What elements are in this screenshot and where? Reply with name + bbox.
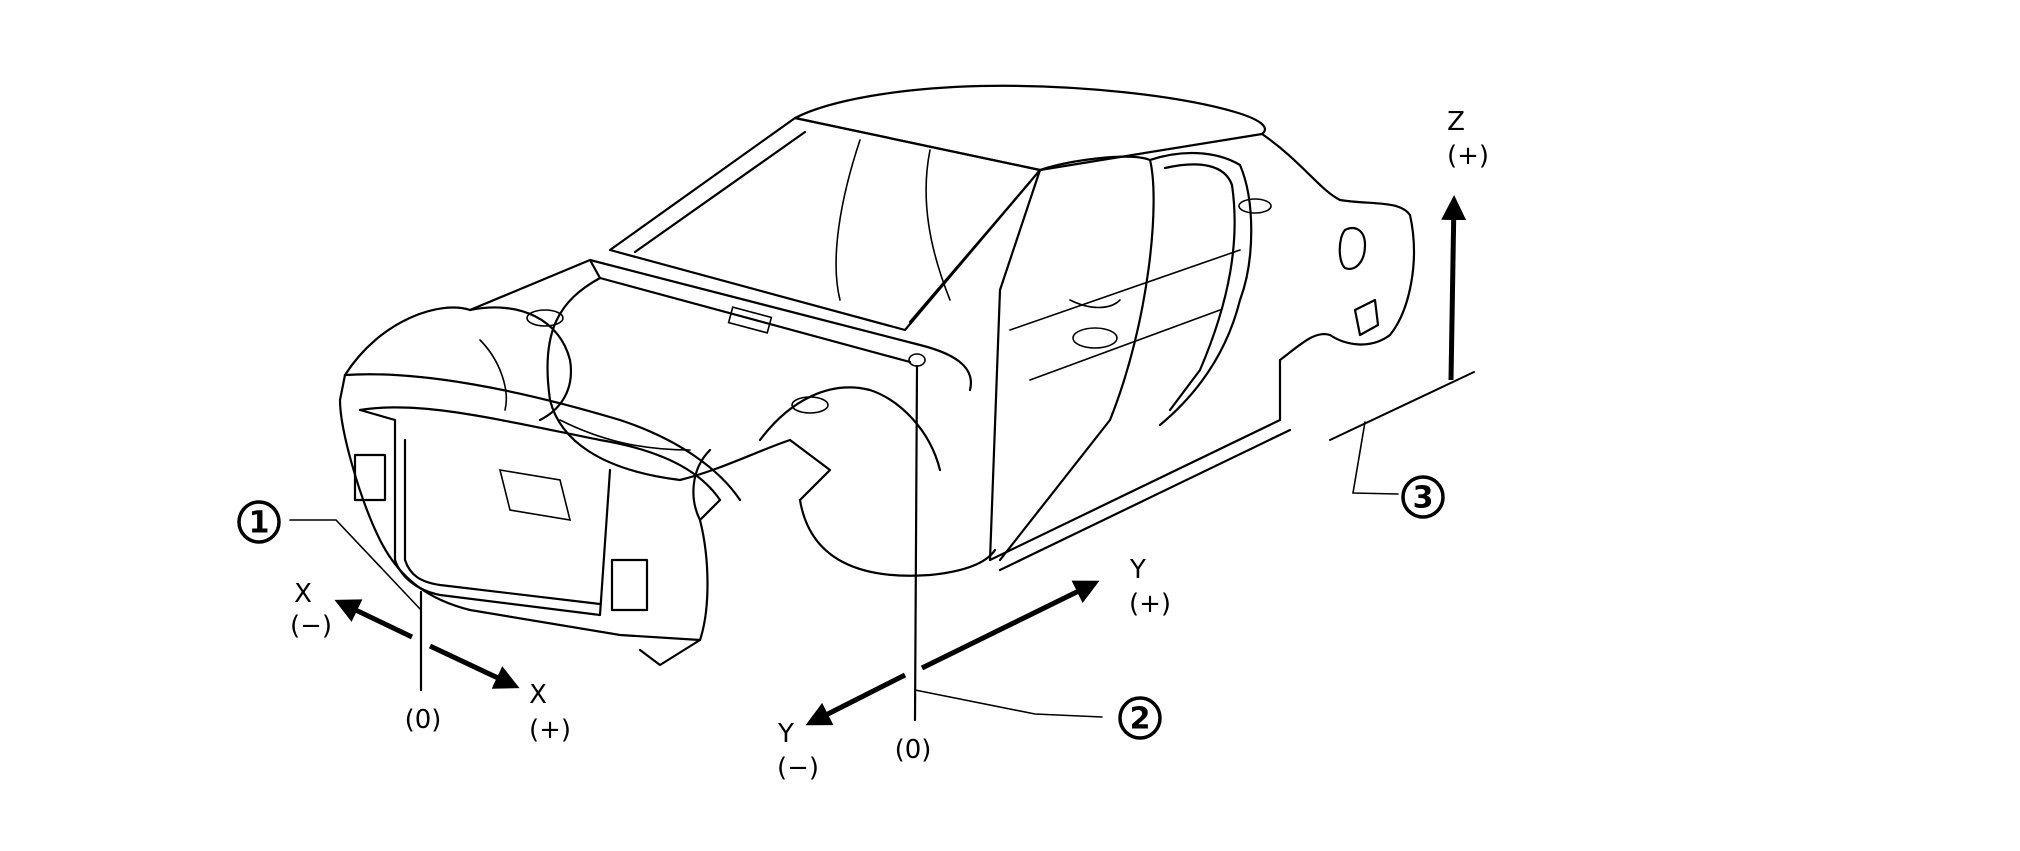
callout-1: 1 [237,500,281,544]
y-axis-negative-label: (−) [777,753,819,783]
right-headlamp-mount [610,558,649,612]
y-axis-name-positive: Y [1129,555,1146,585]
z-axis-group [1329,195,1475,495]
callout-2-leader [914,689,1103,718]
radiator-support [338,373,722,642]
x-axis-origin-label: (0) [405,705,442,735]
y-axis-name-negative: Y [777,719,794,749]
front-wheel-arch [798,498,997,577]
z-axis-arrow [1441,195,1467,381]
windshield-frame [608,116,1042,332]
y-axis-arrow [805,672,907,726]
svg-text:3: 3 [1413,481,1434,516]
x-axis-positive-label: (+) [529,715,571,745]
callout-3: 3 [1401,475,1445,519]
y-origin-line [913,364,919,722]
callout-2: 2 [1118,696,1162,740]
cowl-panel [588,258,972,392]
callout-3-leader [1352,421,1399,495]
z-axis-name: Z [1447,107,1465,137]
svg-text:2: 2 [1130,702,1151,737]
x-axis-name-negative: X [294,579,312,609]
z-ground-line [1329,371,1475,441]
y-axis-origin-label: (0) [895,735,932,765]
roof-outline [793,84,1267,136]
callout-1-leader [289,519,422,611]
x-axis-negative-label: (−) [290,611,332,641]
y-axis-positive-label: (+) [1129,589,1171,619]
x-axis-name-positive: X [529,680,547,710]
x-axis-arrow [334,599,414,640]
door-opening-front [988,155,1155,562]
engine-bay [343,258,832,502]
side-sill [988,358,1292,572]
rear-quarter-panel [1260,132,1416,362]
y-axis-group [805,364,1103,726]
z-axis-positive-label: (+) [1447,141,1489,171]
left-headlamp-mount [353,453,387,502]
x-axis-group [289,519,520,692]
svg-text:1: 1 [249,506,270,541]
car-body-illustration [338,84,1416,667]
